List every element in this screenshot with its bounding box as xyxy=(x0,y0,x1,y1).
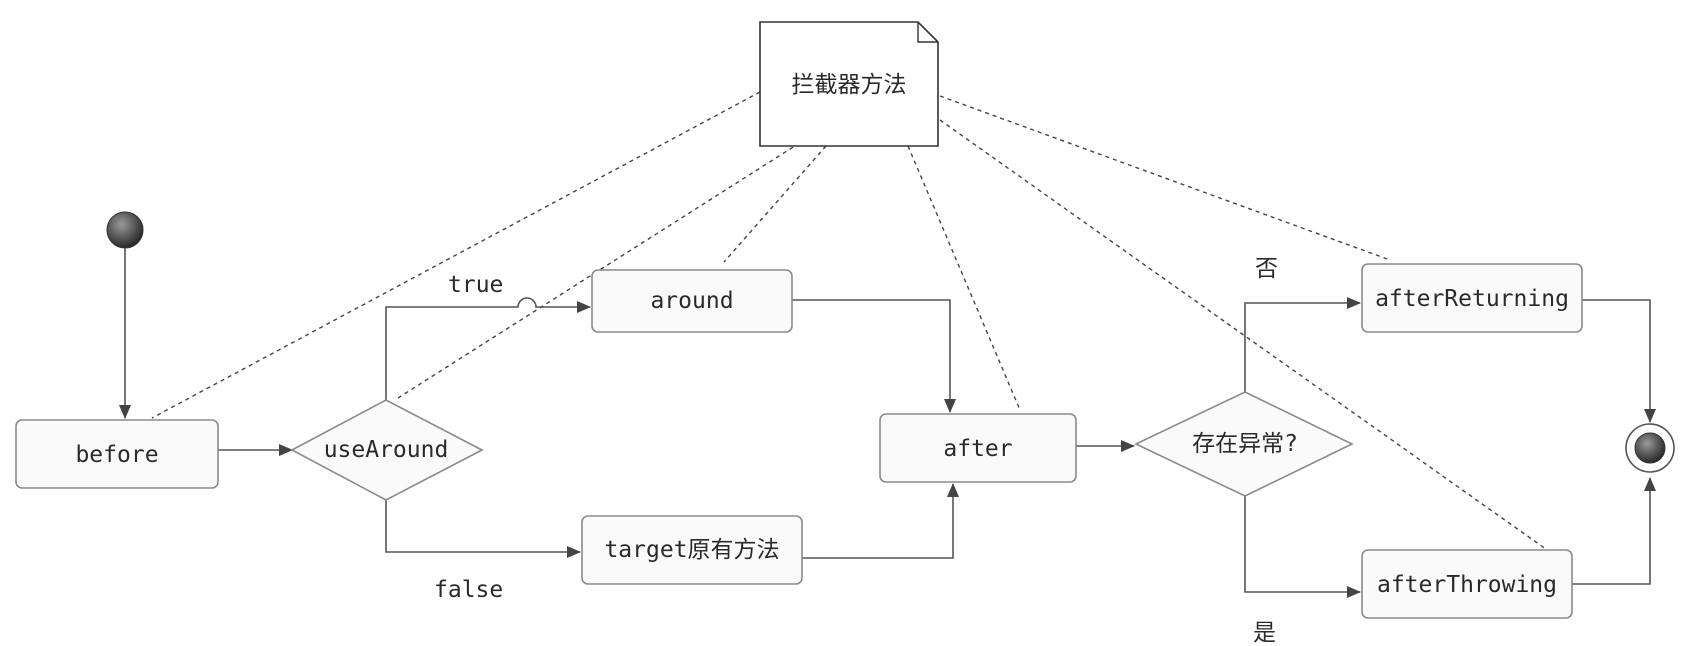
connector-after xyxy=(907,145,1021,411)
node-after-throwing: afterThrowing xyxy=(1361,549,1573,619)
flow-around-after xyxy=(792,299,956,413)
control-flows xyxy=(119,248,1656,598)
note-label: 拦截器方法 xyxy=(792,72,907,98)
node-after-throwing-label: afterThrowing xyxy=(1377,572,1557,598)
node-before-label: before xyxy=(75,442,158,468)
end-node xyxy=(1625,423,1675,473)
node-use-around-label: useAround xyxy=(324,437,449,463)
flow-target-after xyxy=(802,483,959,559)
node-before: before xyxy=(15,419,219,489)
interceptor-note: 拦截器方法 xyxy=(759,21,939,147)
node-around-label: around xyxy=(650,288,733,314)
node-after: after xyxy=(879,413,1077,483)
edge-label-true: true xyxy=(448,272,503,298)
node-has-exception: 存在异常? xyxy=(1134,391,1354,497)
node-target: target原有方法 xyxy=(581,515,803,585)
connector-before xyxy=(151,91,761,419)
start-node xyxy=(106,211,144,249)
node-around: around xyxy=(591,269,793,333)
flow-decision-returning xyxy=(1244,297,1361,392)
connector-use-around xyxy=(397,129,821,399)
flow-usearound-around xyxy=(385,297,591,400)
node-use-around: useAround xyxy=(290,399,484,501)
connector-around xyxy=(723,145,827,263)
edge-label-false: false xyxy=(434,577,503,603)
edge-label-no: 否 xyxy=(1255,256,1278,282)
flow-decision-throwing xyxy=(1244,496,1361,598)
edge-label-yes: 是 xyxy=(1253,620,1276,646)
flow-throwing-end xyxy=(1572,477,1656,585)
flow-usearound-target xyxy=(385,500,581,558)
node-after-returning: afterReturning xyxy=(1361,263,1583,333)
flow-returning-end xyxy=(1582,299,1656,423)
node-after-label: after xyxy=(943,436,1012,462)
connector-after-returning xyxy=(939,95,1391,261)
node-target-label: target原有方法 xyxy=(604,537,779,563)
note-connectors xyxy=(151,91,1551,553)
node-has-exception-label: 存在异常? xyxy=(1192,431,1298,457)
node-after-returning-label: afterReturning xyxy=(1375,286,1569,312)
